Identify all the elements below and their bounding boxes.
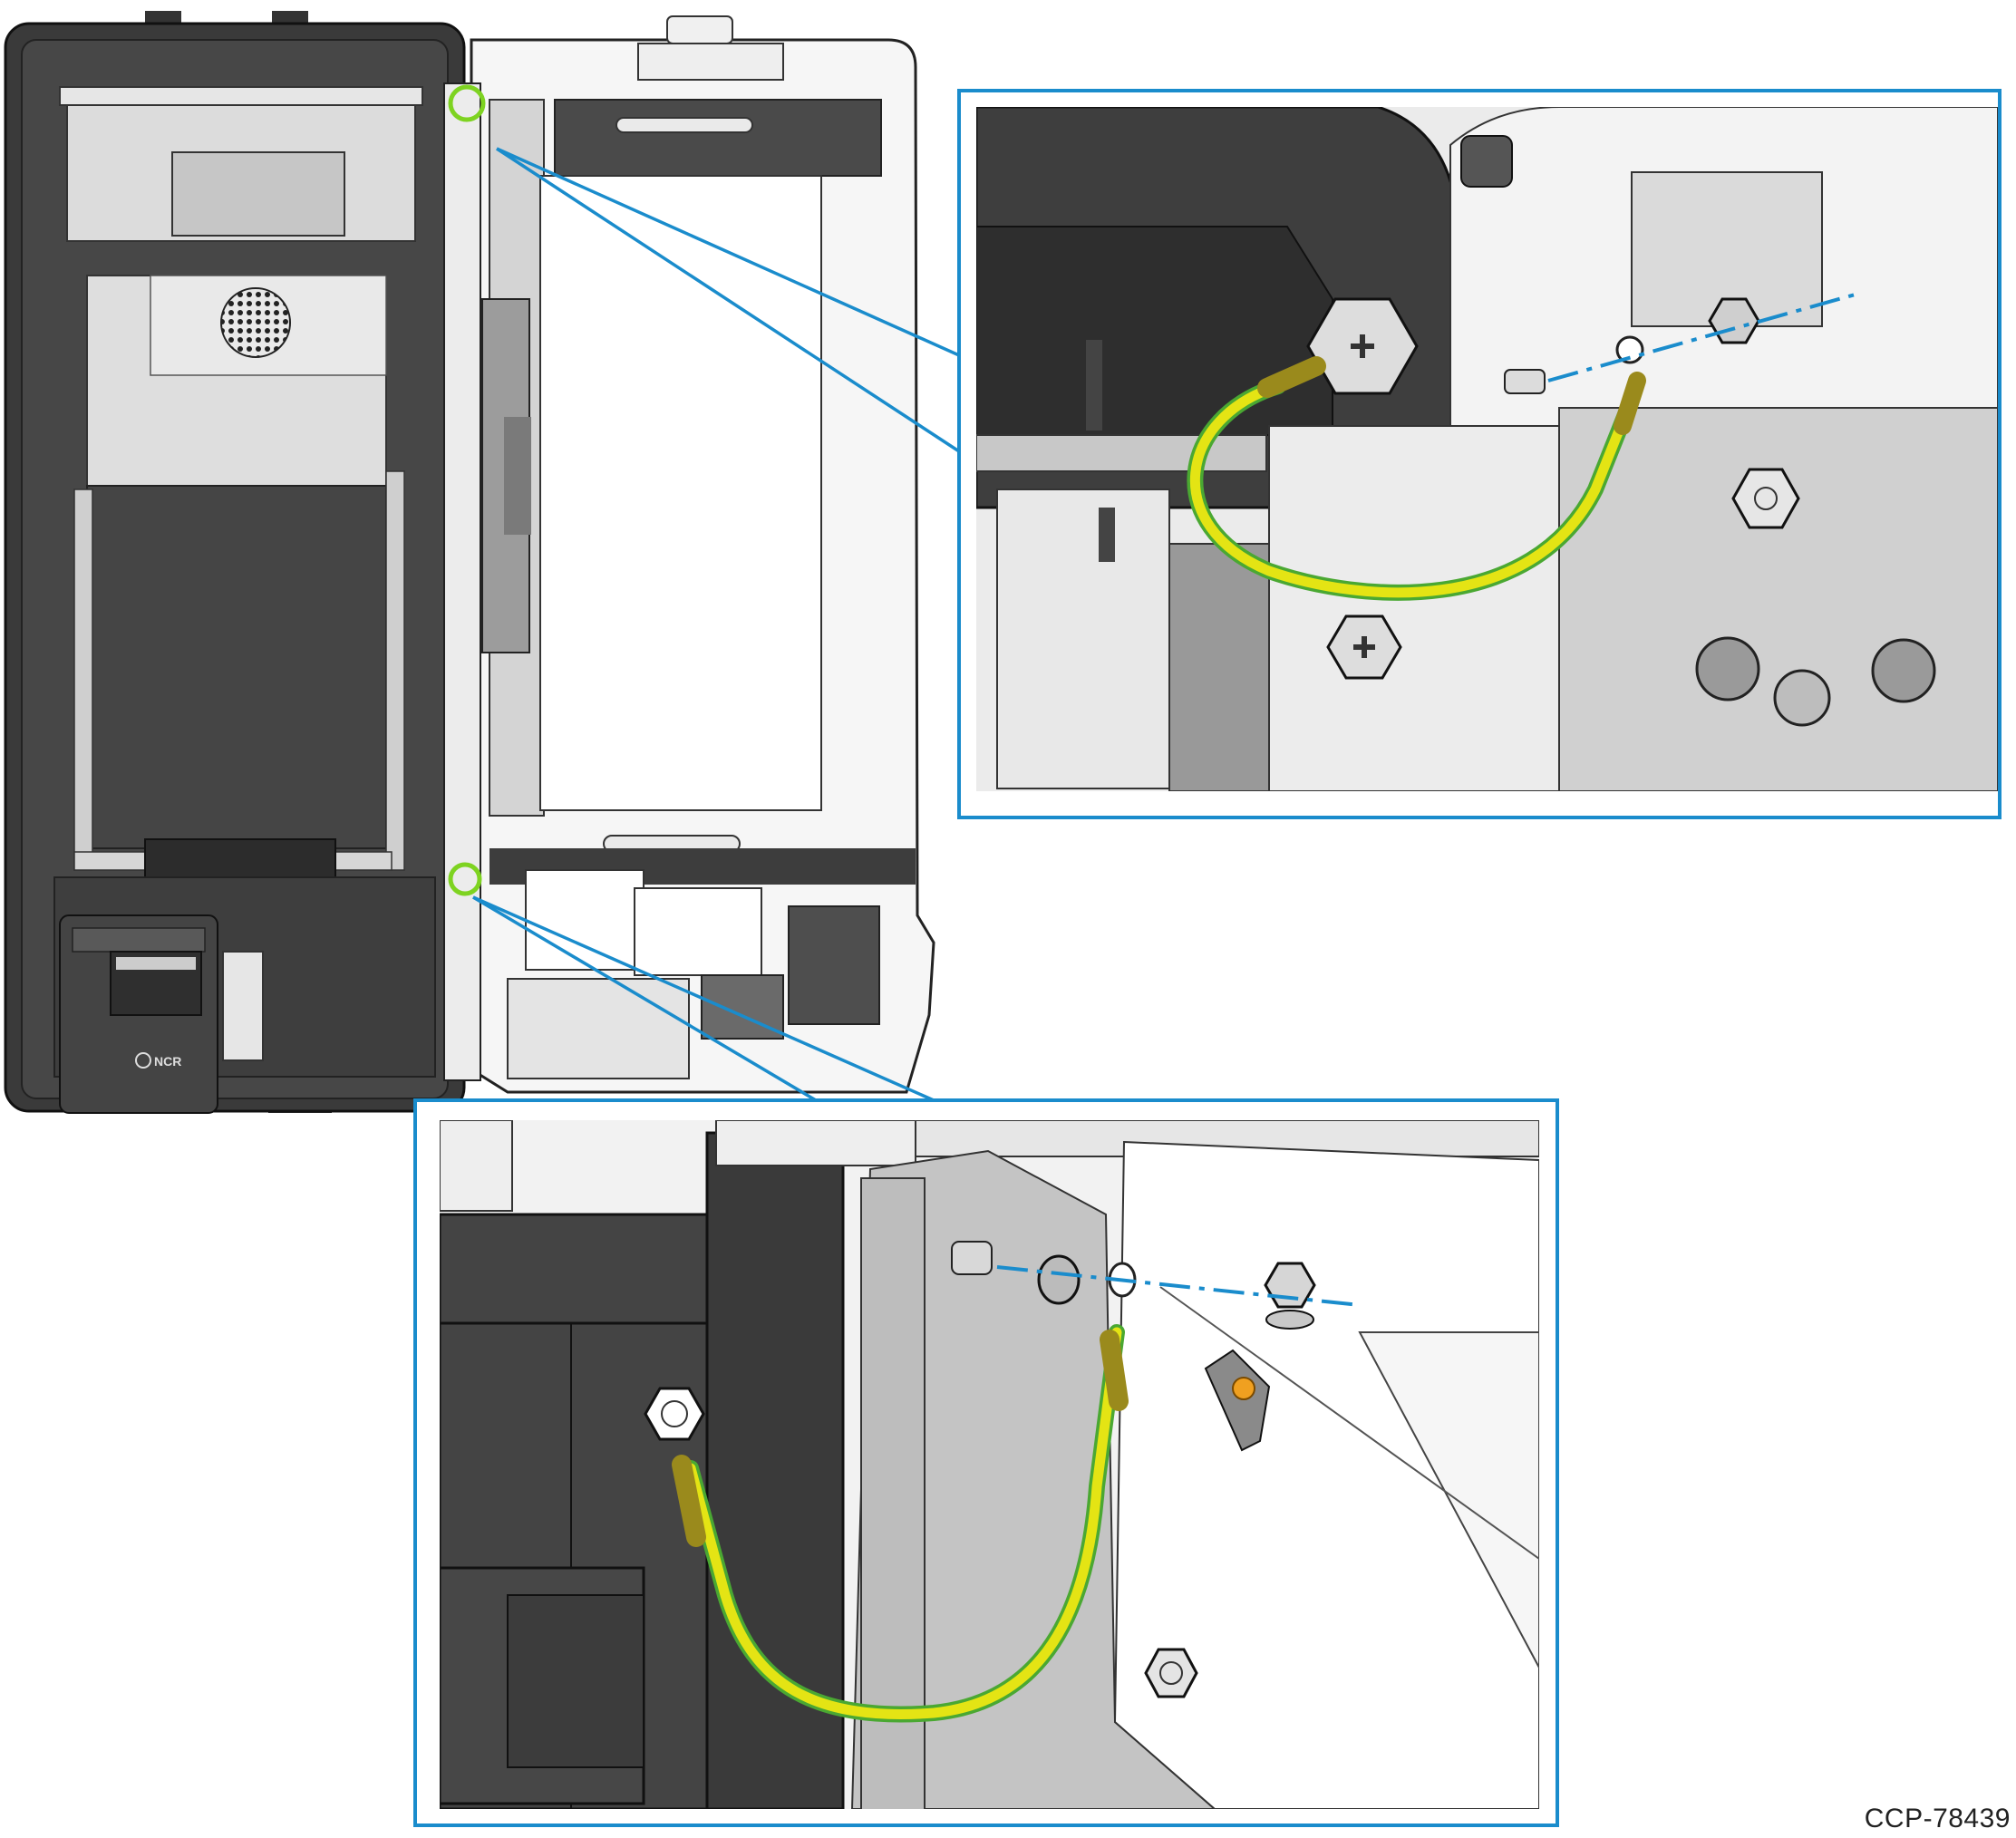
hex-nut-icon bbox=[1708, 297, 1760, 344]
top-ground-highlight bbox=[448, 84, 486, 122]
hex-bolt-icon bbox=[1144, 1648, 1198, 1698]
assembly-axis-line bbox=[996, 1265, 1361, 1307]
bottom-ground-callout bbox=[413, 1098, 1559, 1827]
kiosk-door bbox=[443, 15, 935, 1094]
receipt-printer: NCR bbox=[59, 914, 218, 1114]
bottom-ground-highlight bbox=[448, 862, 482, 896]
kiosk-cabinet: NCR bbox=[4, 22, 466, 1114]
callout-leaders bbox=[472, 147, 960, 1102]
top-ground-callout bbox=[957, 89, 2001, 819]
fan-vent-icon bbox=[220, 287, 291, 358]
printer-logo-text: NCR bbox=[154, 1054, 181, 1069]
hex-bolt-icon bbox=[644, 1387, 705, 1441]
kiosk-unit: NCR bbox=[4, 11, 935, 1114]
ncr-logo-icon bbox=[135, 1052, 151, 1069]
hex-nut-icon bbox=[1731, 468, 1800, 529]
hex-bolt-icon bbox=[1326, 614, 1402, 680]
ground-wire bbox=[672, 1324, 1129, 1723]
figure-id-label: CCP-78439 bbox=[1864, 1804, 2011, 1833]
wing-nut-icon bbox=[1204, 1349, 1271, 1452]
hex-bolt-icon bbox=[1306, 297, 1419, 395]
ground-wire bbox=[1187, 356, 1646, 601]
